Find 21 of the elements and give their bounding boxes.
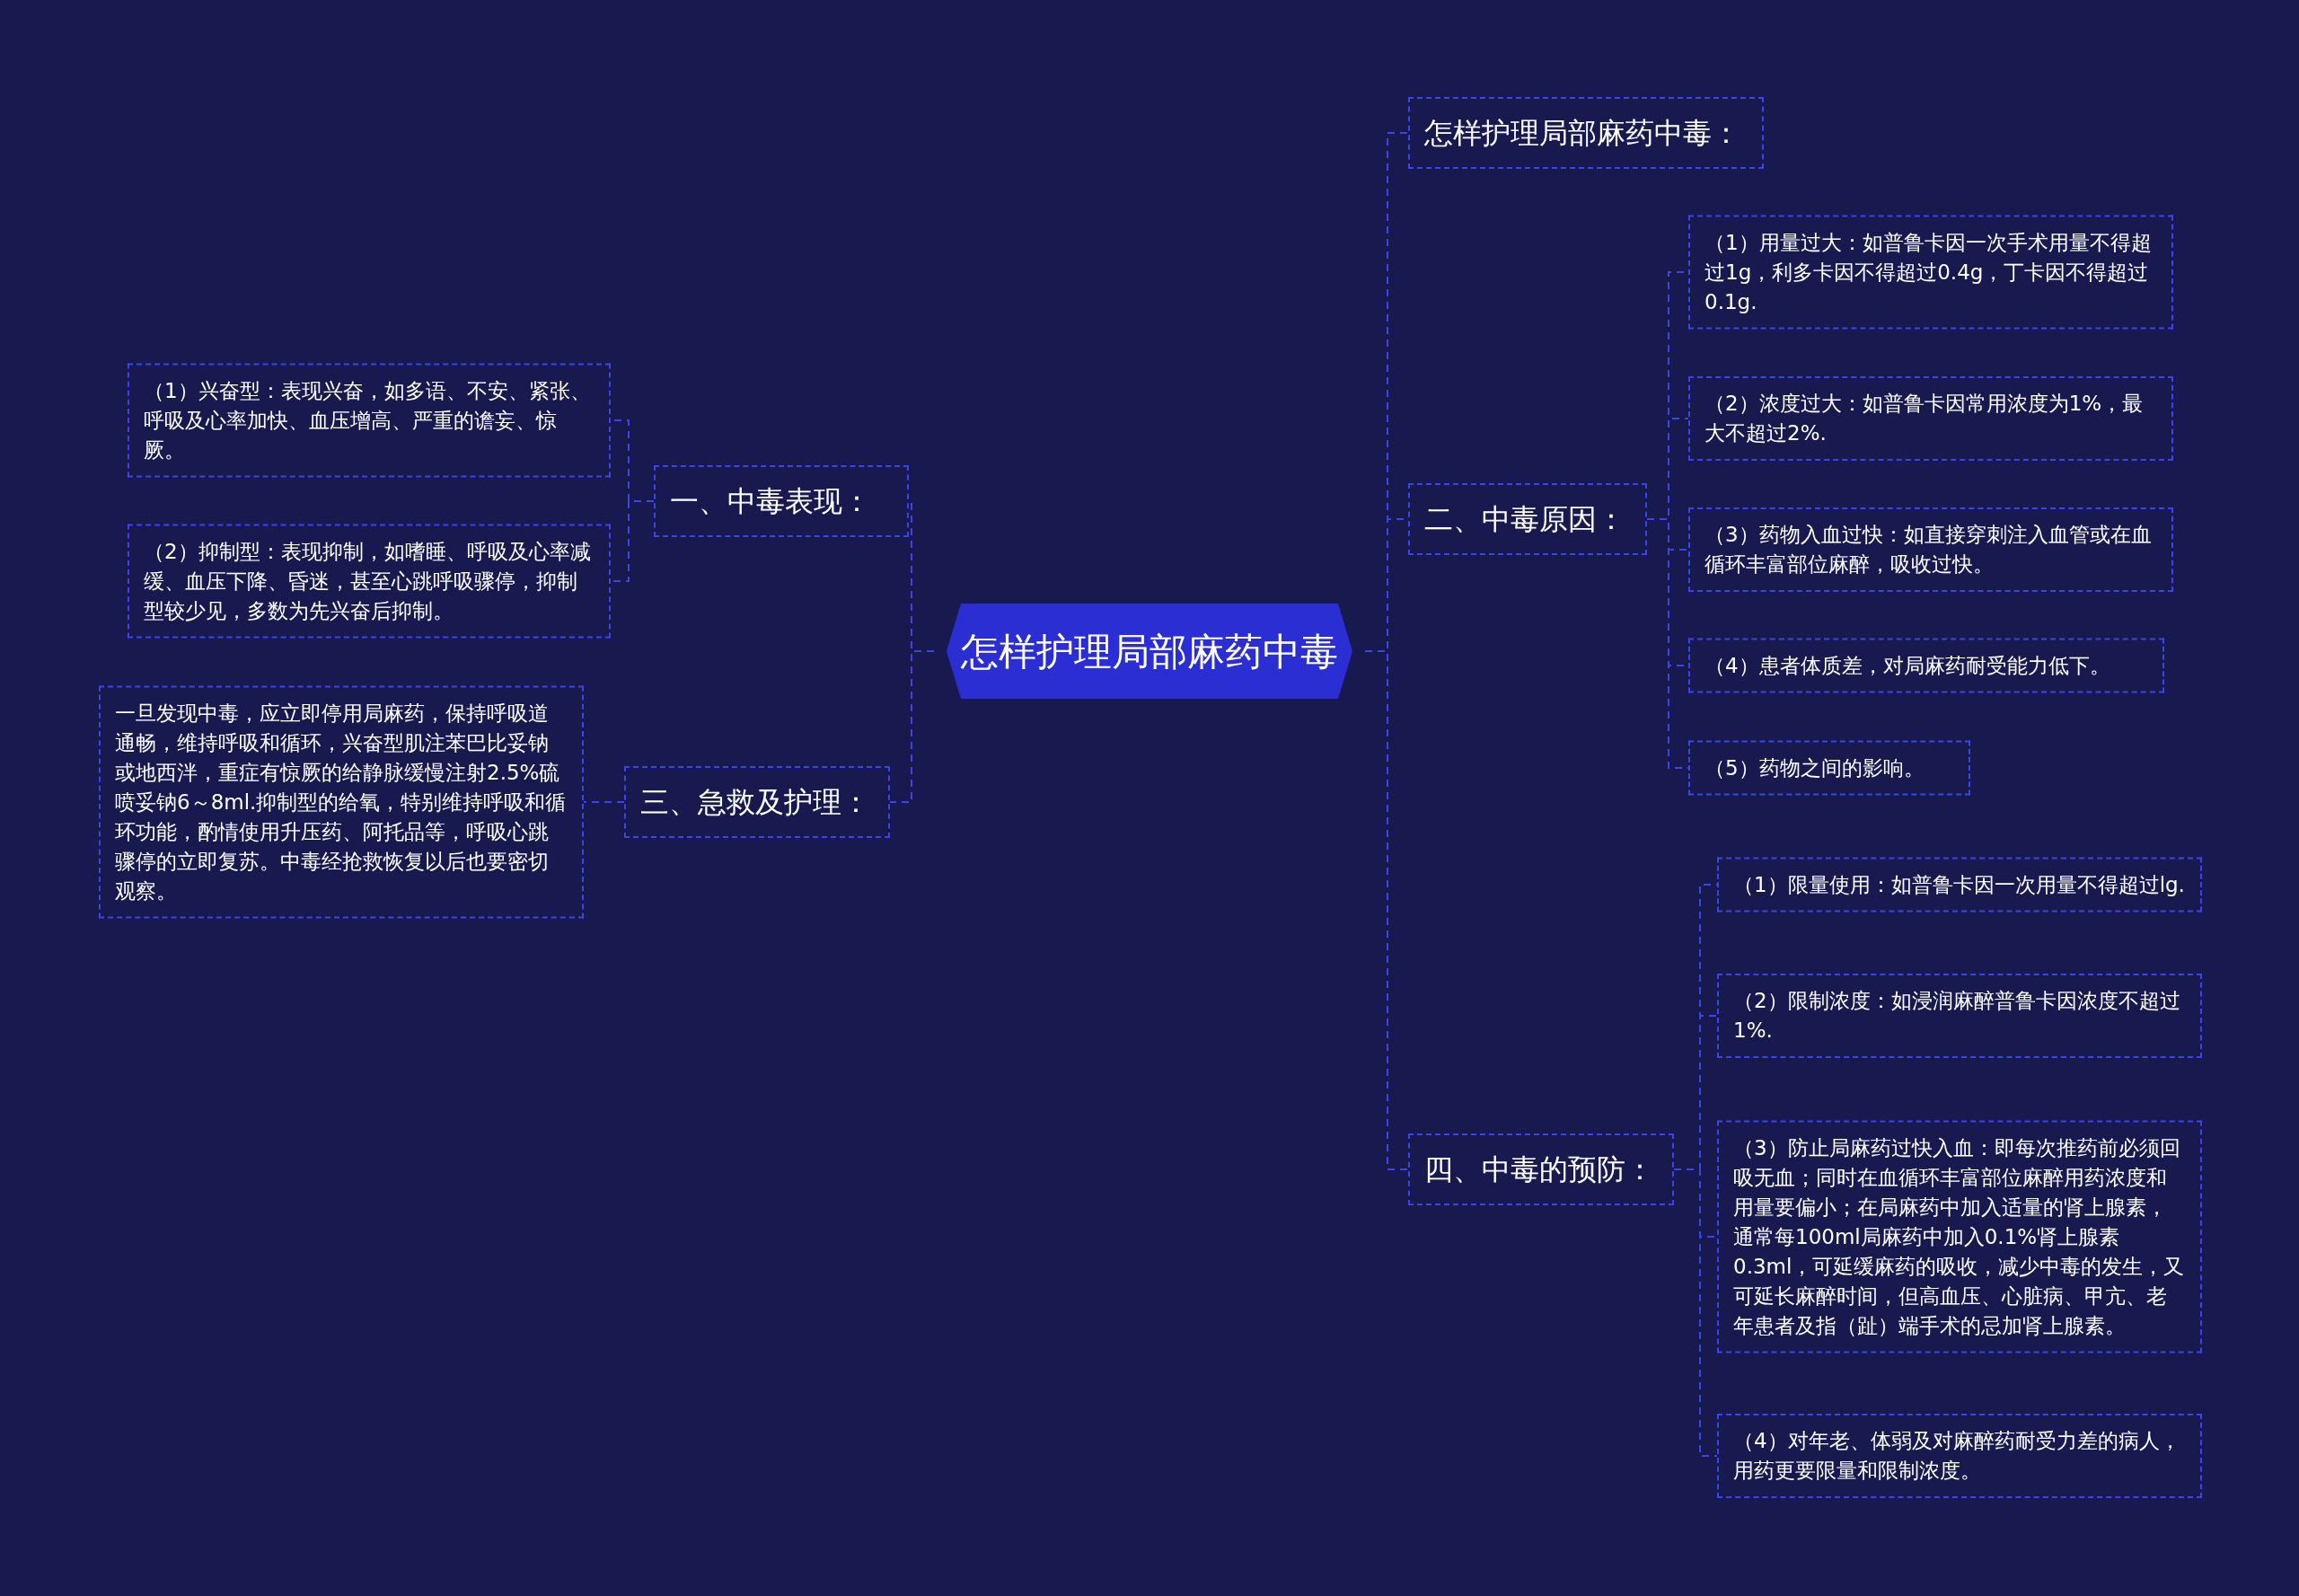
subtopic-box: （1）兴奋型：表现兴奋，如多语、不安、紧张、呼吸及心率加快、血压增高、严重的谵妄、惊厥。 [128, 363, 611, 478]
subtopic-box: （5）药物之间的影响。 [1688, 740, 1970, 796]
subtopic-box: （3）药物入血过快：如直接穿刺注入血管或在血循环丰富部位麻醉，吸收过快。 [1688, 507, 2173, 592]
topic-box: 怎样护理局部麻药中毒： [1408, 97, 1764, 169]
topic-box: 二、中毒原因： [1408, 483, 1647, 555]
subtopic-box: （1）限量使用：如普鲁卡因一次用量不得超过lg. [1717, 857, 2202, 913]
connector-line [1364, 650, 1409, 1170]
subtopic-box: 一旦发现中毒，应立即停用局麻药，保持呼吸道通畅，维持呼吸和循环，兴奋型肌注苯巴比妥钠或地西泮，重症有惊厥的给静脉缓慢注射2.5%硫喷妥钠6～8ml.抑制型的给氧，特别维持呼吸和循环功能，酌情使用升压药、阿托品等，呼吸心跳骤停的立即复苏。中毒经抢救恢复以后也要密切观察。 [99, 685, 584, 919]
subtopic-box: （4）对年老、体弱及对麻醉药耐受力差的病人，用药更要限量和限制浓度。 [1717, 1414, 2202, 1498]
subtopic-box: （2）限制浓度：如浸润麻醉普鲁卡因浓度不超过1%. [1717, 974, 2202, 1058]
topic-box: 三、急救及护理： [624, 766, 890, 838]
connector-line [889, 650, 935, 803]
topic-box: 一、中毒表现： [654, 465, 909, 537]
subtopic-box: （1）用量过大：如普鲁卡因一次手术用量不得超过1g，利多卡因不得超过0.4g，丁卡因不得超过0.1g. [1688, 215, 2173, 330]
connector-line [583, 801, 625, 803]
subtopic-box: （4）患者体质差，对局麻药耐受能力低下。 [1688, 638, 2164, 693]
subtopic-box: （2）浓度过大：如普鲁卡因常用浓度为1%，最大不超过2%. [1688, 376, 2173, 461]
connector-line [1673, 1168, 1718, 1457]
subtopic-box: （2）抑制型：表现抑制，如嗜睡、呼吸及心率减缓、血压下降、昏迷，甚至心跳呼吸骤停，抑制型较少见，多数为先兴奋后抑制。 [128, 524, 611, 639]
topic-box: 四、中毒的预防： [1408, 1133, 1674, 1205]
subtopic-box: （3）防止局麻药过快入血：即每次推药前必须回吸无血；同时在血循环丰富部位麻醉用药浓度和用量要偏小；在局麻药中加入适量的肾上腺素，通常每100ml局麻药中加入0.1%肾上腺素0.3ml，可延缓麻药的吸收，减少中毒的发生，又可延长麻醉时间，但高血压、心脏病、甲亢、老年患者及指（趾）端手术的忌加肾上腺素。 [1717, 1120, 2202, 1354]
